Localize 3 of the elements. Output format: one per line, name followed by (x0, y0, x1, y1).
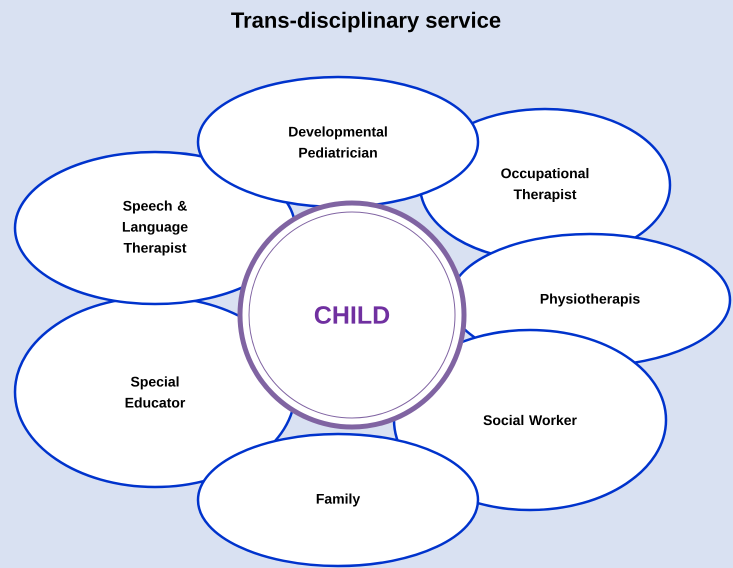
node-label: Physiotherapis (540, 293, 640, 307)
title: Trans-disciplinary service (231, 12, 500, 32)
node-label: Family (316, 493, 360, 507)
